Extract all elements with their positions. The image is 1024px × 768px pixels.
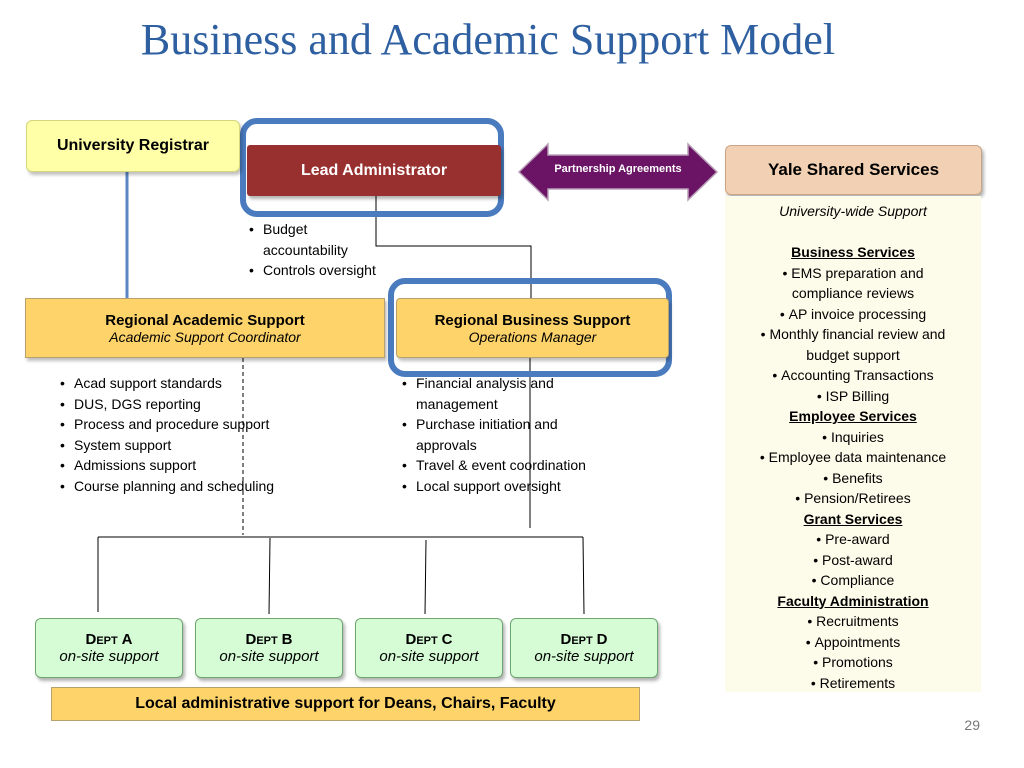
bullet-item: DUS, DGS reporting xyxy=(60,394,310,415)
partnership-arrow xyxy=(517,142,719,202)
section-heading: Employee Services xyxy=(789,408,917,424)
dept-sub: on-site support xyxy=(379,648,479,665)
service-item: Compliance xyxy=(725,570,981,591)
service-item: Employee data maintenance xyxy=(725,447,981,468)
regional-academic-support-box: Regional Academic Support Academic Suppo… xyxy=(25,298,385,358)
lead-administrator-box: Lead Administrator xyxy=(247,145,501,196)
local-support-banner: Local administrative support for Deans, … xyxy=(51,687,640,721)
bullet-item: Course planning and scheduling xyxy=(60,476,310,497)
bullet-item: Process and procedure support xyxy=(60,414,310,435)
dept-name: Dept C xyxy=(405,631,453,648)
yale-services-list: University-wide Support Business Service… xyxy=(725,201,981,693)
service-item: Retirements xyxy=(725,673,981,694)
ras-title: Regional Academic Support xyxy=(105,311,305,329)
bullet-item: Admissions support xyxy=(60,455,310,476)
lead-business-connector xyxy=(375,196,532,298)
service-item: Monthly financial review and budget supp… xyxy=(725,324,981,365)
bullet-item: Acad support standards xyxy=(60,373,310,394)
bullet-item: Purchase initiation and approvals xyxy=(402,414,596,455)
section-heading: Faculty Administration xyxy=(777,592,929,609)
lead-admin-highlight xyxy=(240,118,504,217)
service-item: Recruitments xyxy=(725,611,981,632)
service-item: Accounting Transactions xyxy=(725,365,981,386)
rbs-subtitle: Operations Manager xyxy=(468,328,597,345)
service-item: Benefits xyxy=(725,468,981,489)
service-item: Pension/Retirees xyxy=(725,488,981,509)
bullet-item: Controls oversight xyxy=(249,260,399,281)
academic-support-bullets: Acad support standards DUS, DGS reportin… xyxy=(60,373,310,496)
page-title: Business and Academic Support Model xyxy=(140,15,836,64)
lead-admin-bullets: Budget accountability Controls oversight xyxy=(249,219,399,281)
service-item: Post-award xyxy=(725,550,981,571)
bullet-item: Financial analysis and management xyxy=(402,373,576,414)
dept-sub: on-site support xyxy=(59,648,159,665)
dept-name: Dept B xyxy=(245,631,293,648)
lead-admin-label: Lead Administrator xyxy=(300,161,448,179)
dept-sub: on-site support xyxy=(219,648,319,665)
dept-d-box: Dept D on-site support xyxy=(510,618,658,678)
dept-name: Dept D xyxy=(560,631,608,648)
bullet-item: Budget accountability xyxy=(249,219,373,260)
service-item: EMS preparation and compliance reviews xyxy=(725,263,981,304)
service-item: Pre-award xyxy=(725,529,981,550)
service-item: Inquiries xyxy=(725,427,981,448)
service-item: AP invoice processing xyxy=(725,304,981,325)
dept-name: Dept A xyxy=(85,631,133,648)
bullet-item: Travel & event coordination xyxy=(402,455,622,476)
dept-b-box: Dept B on-site support xyxy=(195,618,343,678)
yale-title: Yale Shared Services xyxy=(767,160,940,179)
page-number: 29 xyxy=(964,717,980,733)
yale-shared-services-box: Yale Shared Services xyxy=(725,145,982,195)
dept-c-box: Dept C on-site support xyxy=(355,618,503,678)
section-heading: Business Services xyxy=(791,244,915,260)
registrar-label: University Registrar xyxy=(56,137,210,154)
ras-subtitle: Academic Support Coordinator xyxy=(109,328,301,345)
bullet-item: System support xyxy=(60,435,310,456)
dept-sub: on-site support xyxy=(534,648,634,665)
dept-a-box: Dept A on-site support xyxy=(35,618,183,678)
university-registrar-box: University Registrar xyxy=(26,120,240,172)
bullet-item: Local support oversight xyxy=(402,476,622,497)
partnership-label: Partnership Agreements xyxy=(554,163,682,175)
rbs-title: Regional Business Support xyxy=(434,311,631,329)
service-item: Promotions xyxy=(725,652,981,673)
local-support-label: Local administrative support for Deans, … xyxy=(135,695,556,712)
yale-subtitle: University-wide Support xyxy=(779,203,927,219)
service-item: Appointments xyxy=(725,632,981,653)
regional-business-support-box: Regional Business Support Operations Man… xyxy=(396,298,669,358)
section-heading: Grant Services xyxy=(803,510,903,527)
service-item: ISP Billing xyxy=(725,386,981,407)
business-support-bullets: Financial analysis and management Purcha… xyxy=(402,373,622,496)
